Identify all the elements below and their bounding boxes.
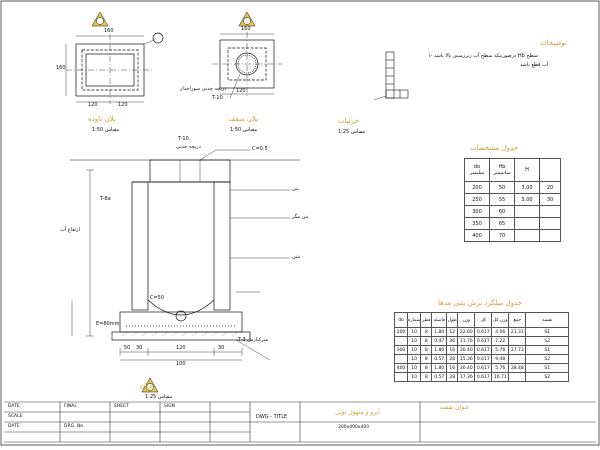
- section-label-t10: T-10: [178, 136, 189, 142]
- notes-line-2: آب قطع باشد: [520, 62, 549, 68]
- lid-dim-top: 160: [104, 28, 114, 34]
- lid-dim-left: 160: [56, 65, 66, 71]
- section-label-c50: C=50: [150, 295, 165, 301]
- roof-callout-text: دریچه چدنی سوراخدار: [180, 86, 227, 92]
- section-label-t8a: T-8a: [100, 196, 111, 202]
- tb-project-sub: 300x400x400: [338, 425, 370, 430]
- tb-cell-3: DATE: [8, 424, 20, 429]
- tb-project-name: آبرو و منهول توپی: [335, 409, 380, 416]
- tb-cell-1: DATE: [8, 404, 20, 409]
- lid-dim-bottom-b: 120: [118, 102, 128, 108]
- section-label-t3: T-3 مترکبارش: [238, 337, 269, 343]
- section-marker-top-left: [91, 11, 109, 27]
- section-label-e80: E=80mm: [96, 321, 120, 327]
- roof-plan-title: پلان سقف: [228, 115, 259, 123]
- detail-title: جزئیات: [338, 117, 359, 125]
- section-label-gravel: شن: [292, 254, 300, 260]
- tb-mid-1: FINAL: [64, 404, 77, 409]
- detail-scale: 1:25 مقیاس: [338, 129, 366, 135]
- section-scale: 1:25 مقیاس: [145, 394, 173, 400]
- section-marker-top-mid: [238, 11, 256, 27]
- section-title: برش: [140, 381, 155, 389]
- spec-table-title: جدول مشخصات: [470, 144, 518, 152]
- section-dim-3: 100: [176, 361, 186, 367]
- section-label-height: ارتفاع آب: [60, 227, 80, 233]
- spec-header-blank: [539, 158, 561, 182]
- lid-plan-title: پلان تاوده: [88, 115, 116, 123]
- lid-plan-drawing: [65, 32, 164, 104]
- notes-title: توضیحات: [540, 39, 567, 47]
- lid-dim-bottom-a: 120: [88, 102, 98, 108]
- roof-callout-ref: T-10: [212, 95, 223, 101]
- spec-header-h: H: [514, 158, 540, 182]
- tb-cell-2: SCALE: [8, 414, 23, 419]
- bar-table-title: جدول میلگرد برش بتنی مدها: [438, 299, 523, 307]
- tb-project-label: عنوان نقشه: [440, 404, 470, 411]
- roof-dim-bottom: 120: [236, 88, 246, 94]
- notes-line-1: ۱- درصورتیکه سطح آب زیرزمینی بالا باشد H…: [428, 53, 538, 59]
- tb-drawing-title: DWG - TITLE: [256, 414, 288, 420]
- tb-mid-3: SHEET: [114, 404, 129, 409]
- tb-mid-2: DRG. No: [64, 424, 84, 429]
- section-label-concrete: بتن: [292, 186, 299, 192]
- section-label-cover: دریچه چدنی: [176, 144, 201, 150]
- section-marker-bottom: [141, 377, 159, 393]
- bar-table: do شماره قطر فاصله طول وزن کل وزن کل جمع…: [394, 312, 570, 382]
- base-hatch: [121, 331, 239, 337]
- manhole-section-drawing: [70, 149, 300, 361]
- corner-detail-drawing: [373, 51, 409, 101]
- section-dim-2: 120: [176, 345, 186, 351]
- section-dim-5: 30: [218, 345, 225, 351]
- spec-header-do: do میلیمتر: [464, 158, 490, 182]
- section-label-c05: C=0.5: [252, 146, 268, 152]
- roof-dim-top: 160: [241, 26, 251, 32]
- spec-header-hb: Hb سانتیمتر: [489, 158, 515, 182]
- section-label-lean: بتن مگر: [292, 214, 309, 220]
- title-block-frame: [4, 401, 596, 443]
- roof-plan-drawing: [212, 32, 282, 99]
- lid-plan-scale: 1:50 مقیاس: [92, 127, 120, 133]
- tb-mid-4: SIGN: [164, 404, 176, 409]
- roof-plan-scale: 1:50 مقیاس: [230, 127, 258, 133]
- section-dim-1: 50: [124, 345, 131, 351]
- section-dim-4: 30: [136, 345, 143, 351]
